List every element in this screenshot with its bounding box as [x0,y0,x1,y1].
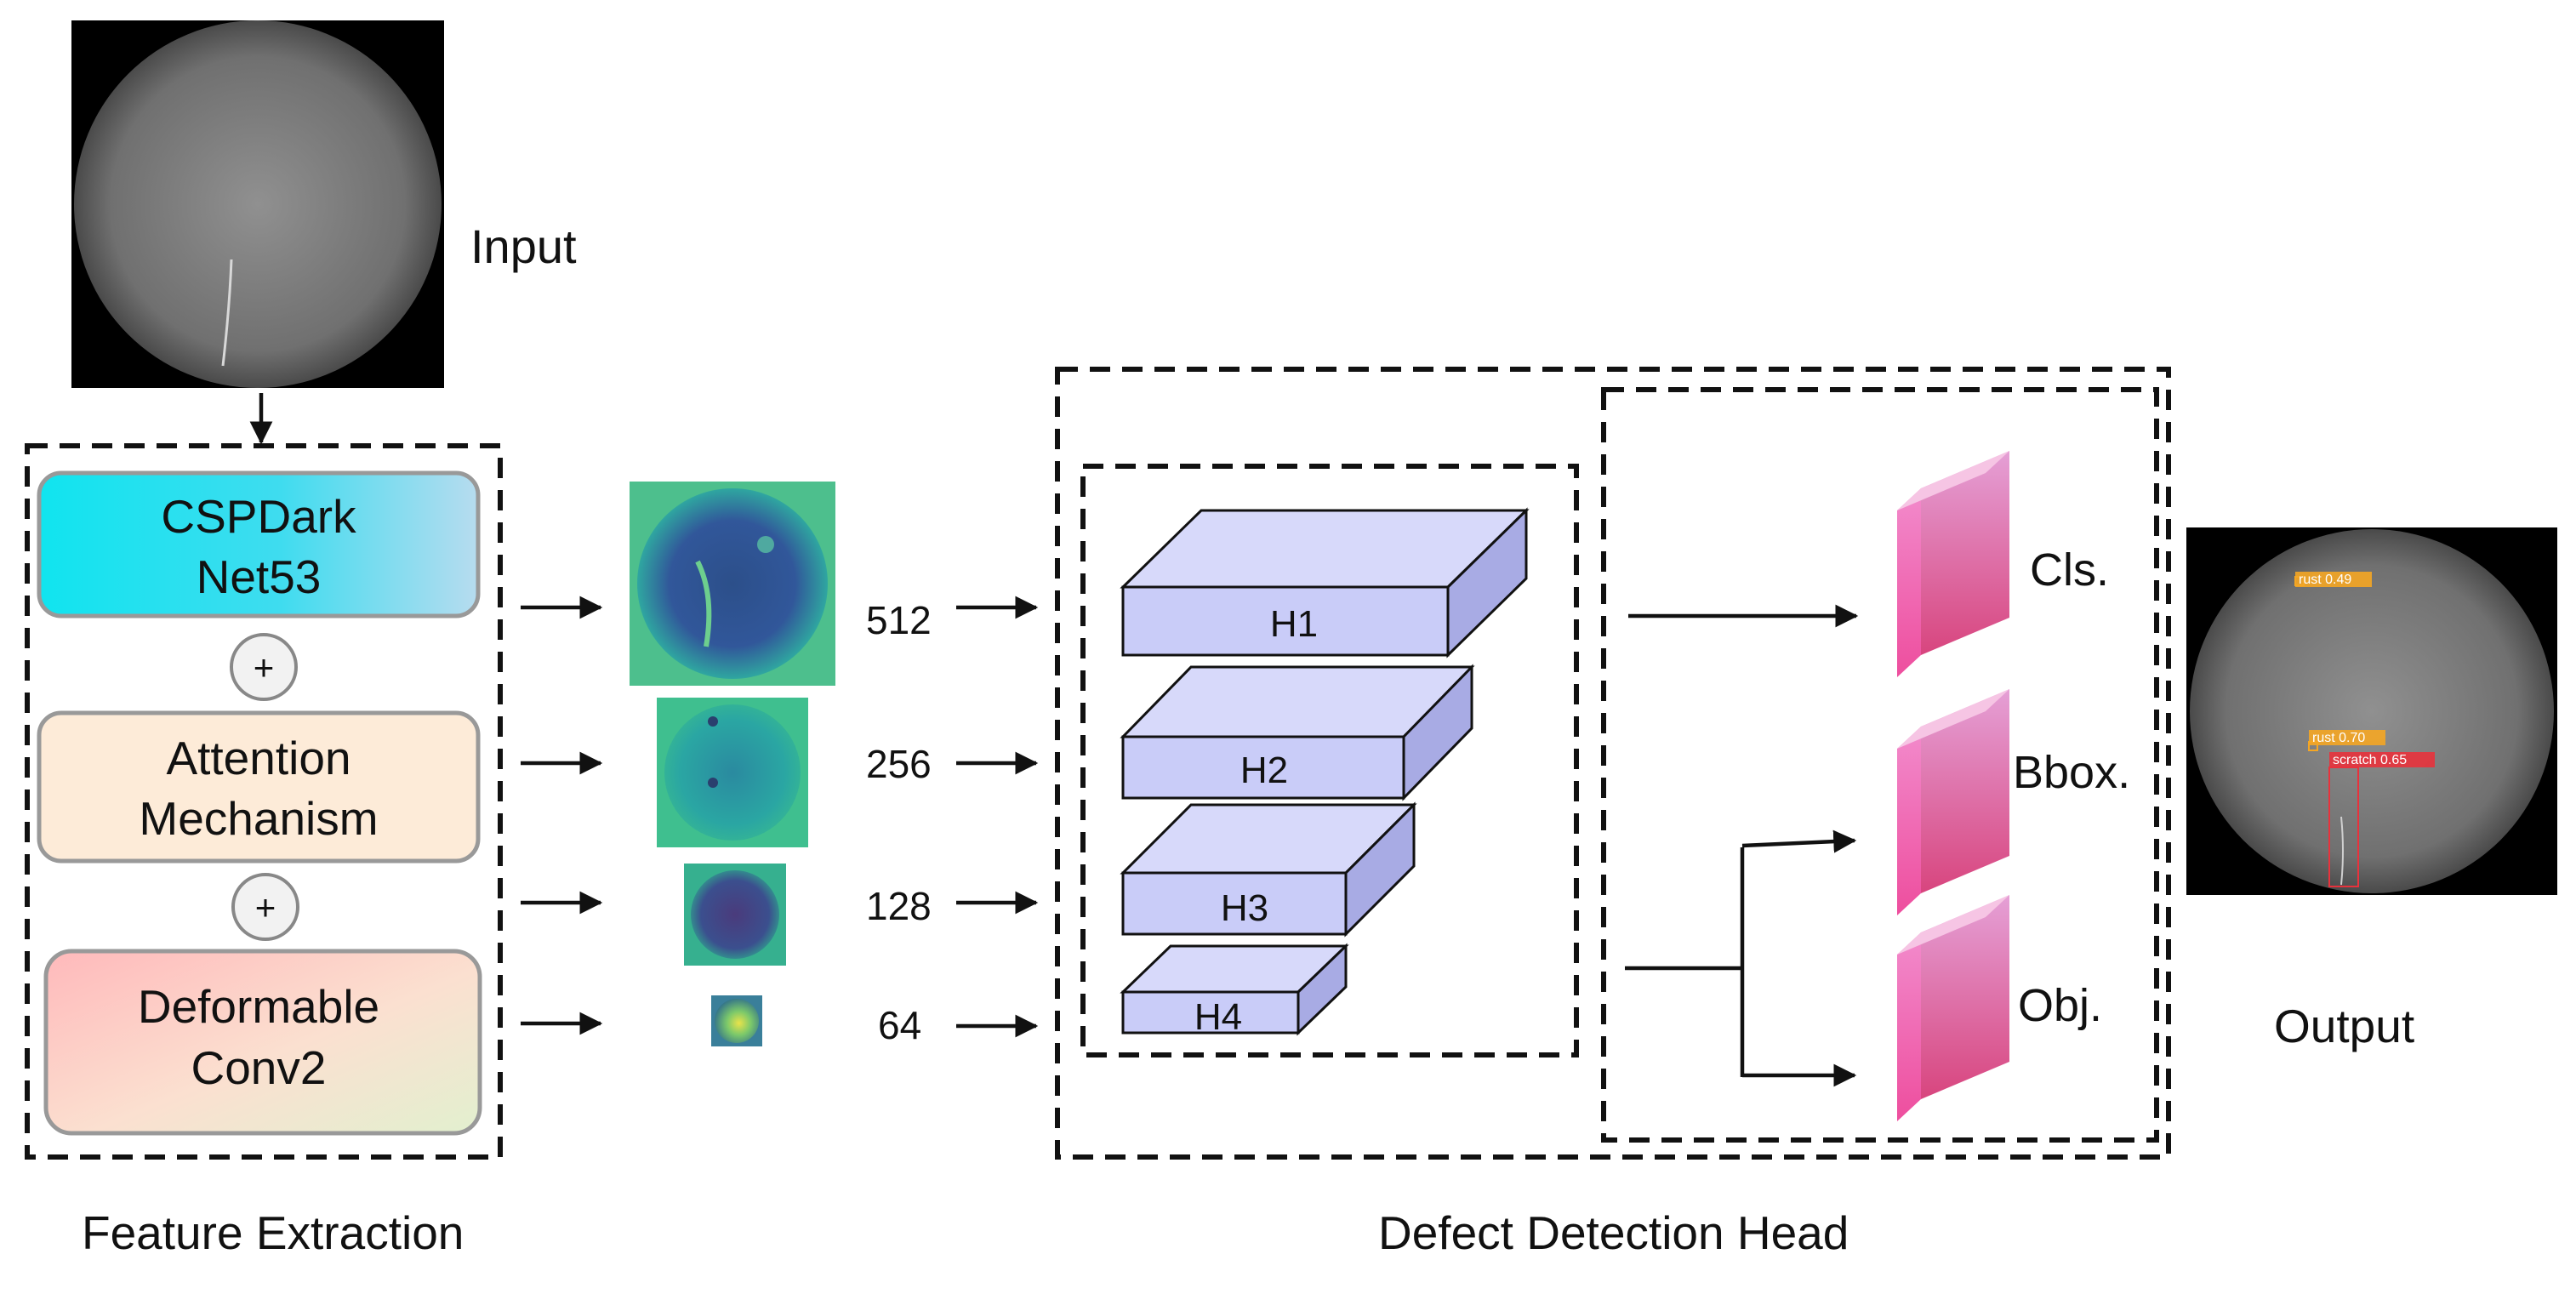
head-block-h4: H4 [1120,943,1349,1038]
plus-node-2: + [231,873,299,941]
plus-sign-2: + [255,887,276,927]
cls-block [1897,451,2009,677]
feature-map-512 [630,482,835,686]
attention-line2: Mechanism [139,792,378,845]
head-label-h1: H1 [1270,603,1318,645]
feature-extraction-label: Feature Extraction [82,1206,464,1259]
detection-head-outer-box [1055,367,2171,1160]
bbox-block [1897,689,2009,915]
head-layers-box [1080,464,1579,1057]
arrow-to-bbox [1741,829,1857,853]
feature-map-128 [684,864,786,966]
plus-sign-1: + [254,647,275,687]
obj-label: Obj. [2018,980,2102,1031]
obj-block [1897,895,2009,1121]
head-block-h2: H2 [1120,664,1475,801]
branch-line [1625,847,1745,1077]
head-label-h4: H4 [1194,996,1242,1038]
feature-extraction-box [25,443,503,1160]
detection-label-scratch: scratch 0.65 [2333,753,2407,767]
feature-map-256 [657,698,808,847]
channel-128: 128 [866,884,932,928]
plus-node-1: + [230,633,298,701]
deformable-line1: Deformable [138,980,379,1033]
head-block-h1: H1 [1120,507,1530,658]
detection-label-rust-1: rust 0.49 [2299,573,2351,587]
head-block-h3: H3 [1120,801,1417,938]
feature-map-64 [711,995,762,1046]
cspdarknet-line2: Net53 [197,550,322,603]
output-image: rust 0.49 rust 0.70 scratch 0.65 [2186,527,2557,895]
deformable-conv2-module: Deformable Conv2 [43,949,482,1136]
detection-head-label: Defect Detection Head [1378,1206,1849,1259]
cspdarknet53-module: CSPDark Net53 [37,470,481,618]
prediction-box [1601,387,2159,1143]
output-label: Output [2274,1000,2414,1052]
head-label-h3: H3 [1221,887,1268,929]
attention-line1: Attention [166,732,350,784]
head-label-h2: H2 [1240,750,1288,791]
cspdarknet-line1: CSPDark [161,490,356,543]
bbox-label: Bbox. [2013,747,2130,798]
channel-512: 512 [866,598,932,642]
attention-mechanism-module: Attention Mechanism [37,710,481,864]
cls-label: Cls. [2030,544,2109,596]
detection-label-rust-2: rust 0.70 [2312,731,2365,745]
deformable-line2: Conv2 [191,1041,327,1094]
channel-256: 256 [866,742,932,786]
input-image [71,20,444,388]
input-label: Input [470,219,577,273]
channel-64: 64 [878,1003,921,1047]
